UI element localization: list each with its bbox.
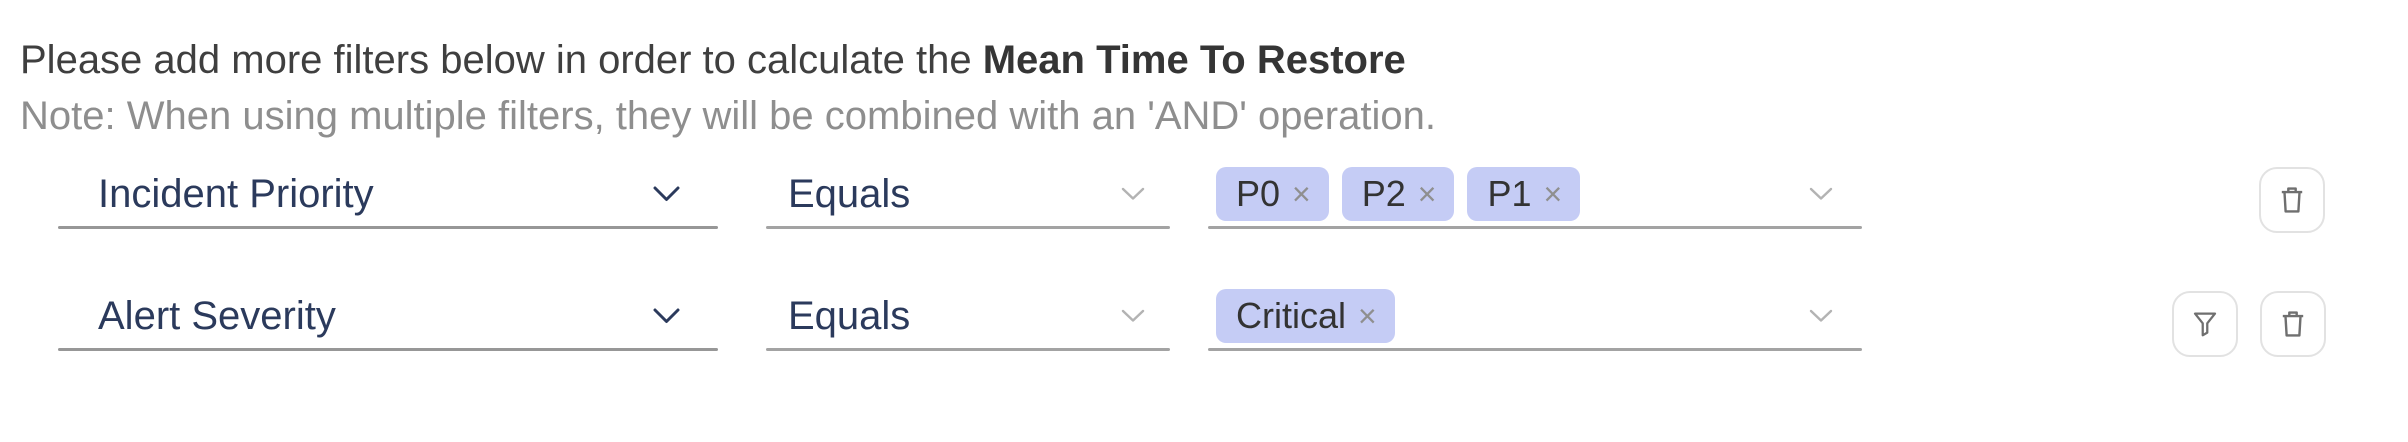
- field-underline: [58, 226, 718, 229]
- value-tag: P1 ×: [1467, 167, 1581, 221]
- instructions-prefix: Please add more filters below in order t…: [20, 38, 983, 82]
- chevron-down-icon: [1121, 187, 1145, 200]
- operator-select[interactable]: Equals: [766, 160, 1170, 229]
- field-underline: [766, 348, 1170, 351]
- field-underline: [1208, 226, 1862, 229]
- attribute-select-value: Alert Severity: [98, 293, 336, 338]
- trash-icon: [2281, 187, 2303, 213]
- selected-values: P0 × P2 × P1 ×: [1208, 167, 1581, 221]
- delete-filter-button[interactable]: [2259, 167, 2325, 233]
- field-underline: [1208, 348, 1862, 351]
- value-tag-label: P1: [1487, 173, 1532, 214]
- value-tag: P0 ×: [1216, 167, 1329, 221]
- instructions-text: Please add more filters below in order t…: [20, 36, 1406, 84]
- delete-filter-button[interactable]: [2260, 291, 2326, 357]
- operator-select[interactable]: Equals: [766, 282, 1170, 351]
- values-multiselect[interactable]: P0 × P2 × P1 ×: [1208, 160, 1862, 229]
- attribute-select-value: Incident Priority: [98, 171, 374, 216]
- field-underline: [58, 348, 718, 351]
- close-icon[interactable]: ×: [1292, 176, 1311, 212]
- operator-select-value: Equals: [788, 293, 911, 338]
- field-underline: [766, 226, 1170, 229]
- attribute-select[interactable]: Alert Severity: [58, 282, 718, 351]
- close-icon[interactable]: ×: [1417, 176, 1437, 212]
- chevron-down-icon: [1121, 309, 1145, 322]
- trash-icon: [2282, 311, 2304, 337]
- value-tag-label: P0: [1236, 173, 1281, 214]
- value-tag-label: Critical: [1236, 295, 1347, 336]
- chevron-down-icon: [653, 186, 680, 201]
- chevron-down-icon: [1809, 187, 1833, 200]
- values-multiselect[interactable]: Critical ×: [1208, 282, 1862, 351]
- close-icon[interactable]: ×: [1358, 298, 1377, 334]
- metric-name: Mean Time To Restore: [982, 38, 1406, 82]
- filter-values-button[interactable]: [2172, 291, 2238, 357]
- value-tag: Critical ×: [1216, 289, 1395, 343]
- filters-note: Note: When using multiple filters, they …: [20, 94, 1436, 138]
- funnel-icon: [2193, 312, 2217, 337]
- close-icon[interactable]: ×: [1543, 176, 1563, 212]
- value-tag: P2 ×: [1341, 167, 1455, 221]
- value-tag-label: P2: [1361, 173, 1406, 214]
- selected-values: Critical ×: [1208, 289, 1395, 343]
- chevron-down-icon: [653, 308, 680, 323]
- chevron-down-icon: [1809, 309, 1833, 322]
- operator-select-value: Equals: [788, 171, 911, 216]
- attribute-select[interactable]: Incident Priority: [58, 160, 718, 229]
